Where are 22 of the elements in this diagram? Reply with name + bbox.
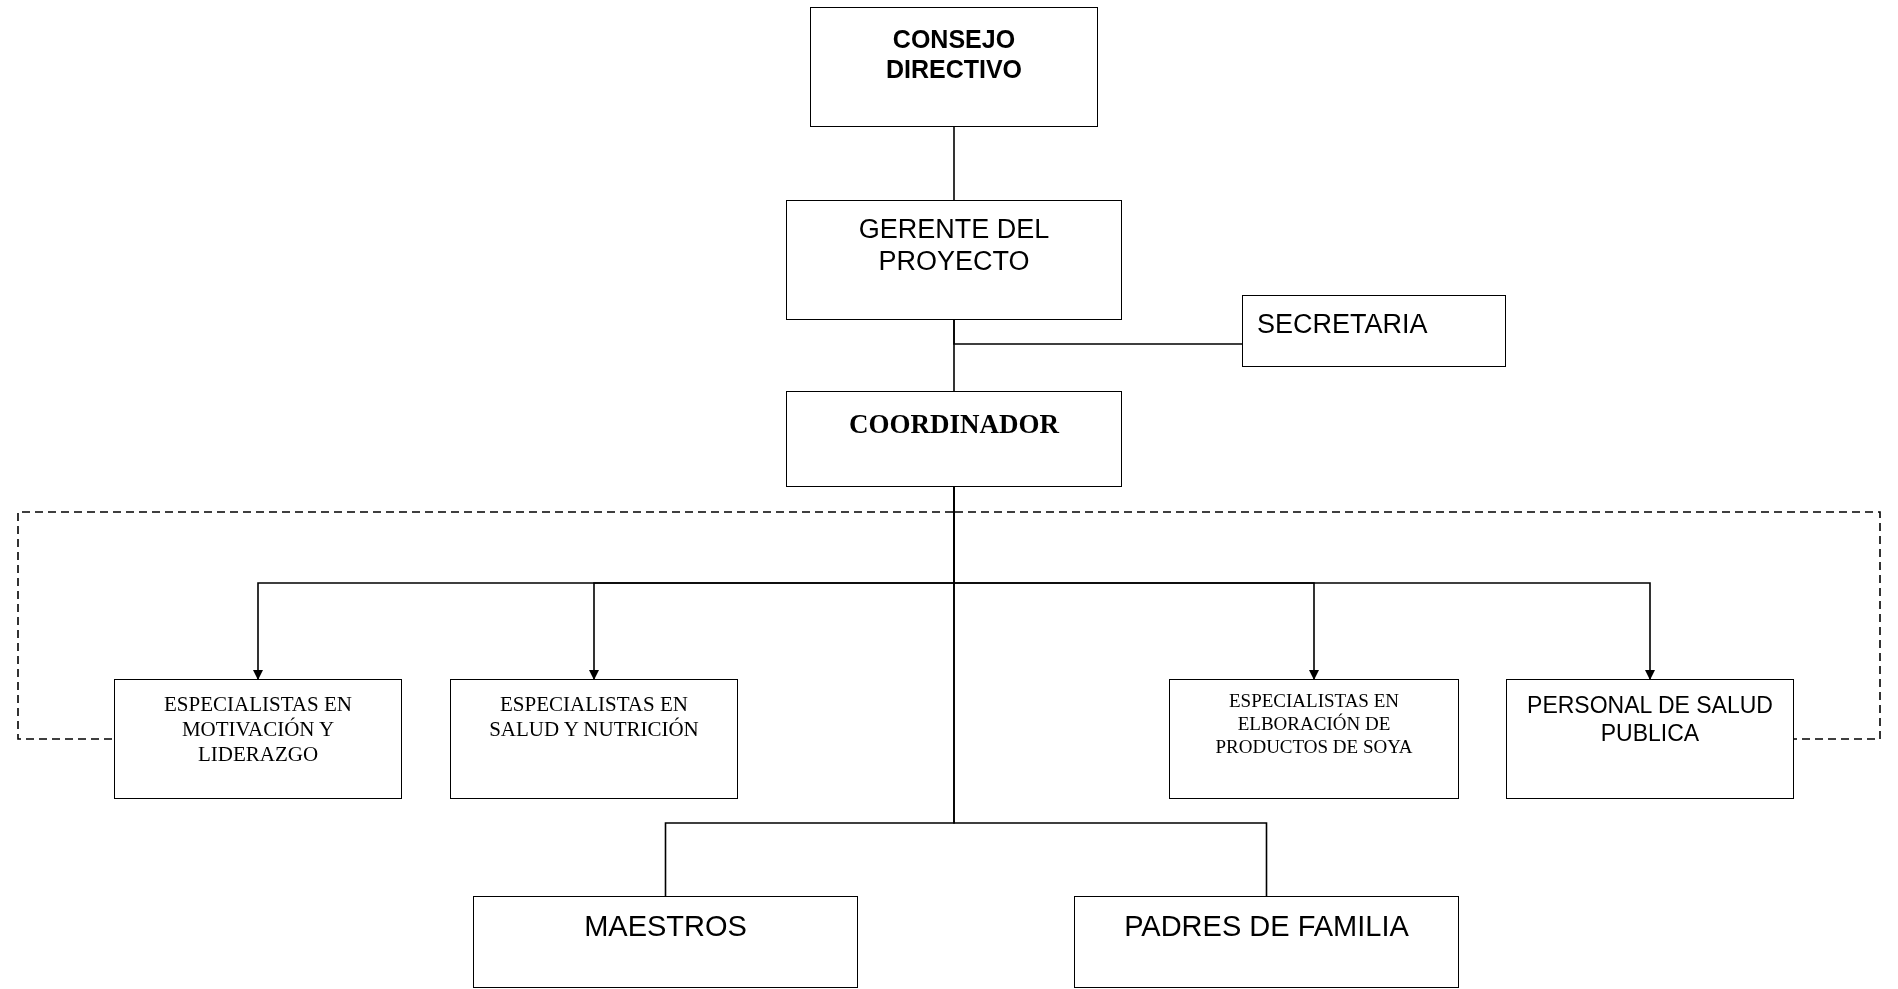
org-box: [786, 391, 1122, 487]
org-box: [786, 200, 1122, 320]
org-box: [473, 896, 858, 988]
box-title: ESPECIALISTAS EN SALUD Y NUTRICIÓN: [488, 692, 700, 743]
box-title: ESPECIALISTAS EN ELBORACIÓN DE PRODUCTOS DE SOYA: [1214, 690, 1414, 759]
box-title: PADRES DE FAMILIA: [1123, 909, 1410, 944]
box-title: CONSEJO DIRECTIVO: [884, 24, 1024, 84]
connector-line: [953, 126, 955, 201]
box-title: MAESTROS: [583, 909, 748, 944]
box-title: COORDINADOR: [848, 408, 1061, 441]
connector-line: [953, 319, 1243, 345]
org-box: [810, 7, 1098, 127]
box-title: GERENTE DEL PROYECTO: [857, 213, 1051, 278]
org-box: [1169, 679, 1459, 799]
org-box: [450, 679, 738, 799]
org-box: [1242, 295, 1506, 367]
box-title: PERSONAL DE SALUD PUBLICA: [1526, 692, 1774, 748]
org-box: [1506, 679, 1794, 799]
box-title: ESPECIALISTAS EN MOTIVACIÓN Y LIDERAZGO: [163, 692, 353, 768]
org-box: [1074, 896, 1459, 988]
org-box: [114, 679, 402, 799]
box-title: SECRETARIA: [1257, 308, 1429, 341]
